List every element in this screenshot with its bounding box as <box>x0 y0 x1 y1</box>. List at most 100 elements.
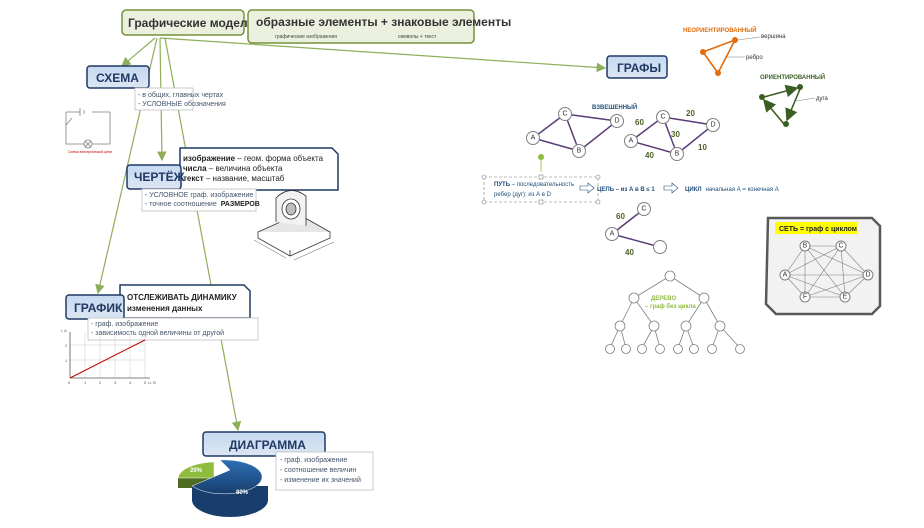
node-c: C <box>660 114 665 121</box>
node-a: A <box>610 231 615 238</box>
chart-item-2: - зависимость одной величины от другой <box>91 329 224 337</box>
schema-item-1: - в общих, главных чертах <box>138 91 224 99</box>
pie-label-small: 20% <box>190 468 203 474</box>
header-right-sub: символы + текст <box>398 34 437 40</box>
net-node-a: A <box>783 272 788 279</box>
chart-head-1: ОТСЛЕЖИВАТЬ ДИНАМИКУ <box>127 293 238 302</box>
chart-head-2: изменения данных <box>127 304 203 313</box>
node-c: C <box>641 206 646 213</box>
node-a: A <box>531 135 536 142</box>
edge-label: ребро <box>746 55 763 61</box>
node-d: D <box>614 118 619 125</box>
pie-chart: 20% 80% <box>177 459 268 517</box>
directed-graph: ОРИЕНТИРОВАННЫЙ дуга <box>759 73 829 127</box>
drawing-items-box <box>141 188 257 212</box>
header-right-text: образные элементы + знаковые элементы <box>256 15 511 29</box>
vertex-label: вершина <box>761 34 786 40</box>
mini-plot: I, A U, B 0 1 2 3 4 5 1 2 <box>61 328 156 385</box>
weight-label: 40 <box>625 248 634 257</box>
network-label: СЕТЬ = граф с циклом <box>779 226 857 233</box>
drawing-def-2: числа – величина объекта <box>183 164 283 173</box>
pie-slice-big <box>191 459 263 495</box>
drawing-def-1: изображение – геом. форма объекта <box>183 154 324 163</box>
path-text-1: ПУТЬ – последовательность <box>494 182 574 188</box>
diagram-item-1: - граф. изображение <box>280 456 347 464</box>
path-text-2: ребер (дуг): из А в D <box>494 192 552 198</box>
weighted-label: ВЗВЕШЕННЫЙ <box>592 103 637 111</box>
pie-label-big: 80% <box>236 490 249 496</box>
pie-slice-small <box>177 461 215 479</box>
plot-ytick: 2 <box>65 343 68 348</box>
drawing-def-3: текст – название, масштаб <box>183 174 285 183</box>
net-node-c: C <box>838 243 843 250</box>
chart-item-1: - граф. изображение <box>91 320 158 328</box>
plot-xtick: 5 <box>144 380 147 385</box>
chart-title: ГРАФИК <box>74 301 123 315</box>
schema-items-box <box>134 87 194 111</box>
path-selection: ПУТЬ – последовательность ребер (дуг): и… <box>481 154 779 205</box>
diagram-title-box <box>202 431 326 457</box>
node-c: C <box>562 111 567 118</box>
node-d: D <box>710 122 715 129</box>
directed-label: ОРИЕНТИРОВАННЫЙ <box>760 73 825 81</box>
weight-label: 30 <box>671 130 680 139</box>
chart-items-box <box>87 317 259 341</box>
undirected-label: НЕОРИЕНТИРОВАННЫЙ <box>683 26 756 34</box>
drawing-title: ЧЕРТЁЖ <box>134 169 185 184</box>
plot-ylabel: I, A <box>61 328 67 333</box>
chart-section: ОТСЛЕЖИВАТЬ ДИНАМИКУ изменения данных ГР… <box>61 284 259 385</box>
header: Графические модели = образные элементы +… <box>121 9 511 44</box>
network-label-bg <box>775 222 857 234</box>
header-left-text: Графические модели = <box>128 16 265 30</box>
net-node-f: F <box>803 294 807 301</box>
plot-xtick: 0 <box>68 380 71 385</box>
tree-graph <box>609 275 741 349</box>
weight-label: 40 <box>645 151 654 160</box>
arc-label: дуга <box>816 96 829 102</box>
plot-ytick: 1 <box>65 358 68 363</box>
circuit-icon <box>65 108 111 149</box>
diagram-item-2: - соотношение величин <box>280 467 356 474</box>
net-node-e: E <box>843 294 848 301</box>
net-node-d: D <box>865 272 870 279</box>
network-panel: СЕТЬ = граф с циклом B C A D F E <box>764 216 882 316</box>
net-node-b: B <box>803 243 808 250</box>
weight-label: 60 <box>635 118 644 127</box>
drawing-item-1: - УСЛОВНОЕ граф. изображение <box>145 191 253 199</box>
diagram-title: ДИАГРАММА <box>229 438 306 452</box>
chain-text: ЦЕПЬ – из А в В ≤ 1 <box>597 187 655 193</box>
diagram-section: ДИАГРАММА - граф. изображение - соотноше… <box>177 431 374 517</box>
schema-section: СХЕМА - в общих, главных чертах - УСЛОВН… <box>65 65 226 154</box>
graphs-title: ГРАФЫ <box>617 61 661 75</box>
graphs-section: ГРАФЫ НЕОРИЕНТИРОВАННЫЙ вершина ребро ОР… <box>481 26 882 354</box>
plot-xtick: 4 <box>129 380 132 385</box>
graphs-title-box <box>606 55 668 79</box>
schema-title-box <box>86 65 150 89</box>
plot-xtick: 2 <box>99 380 102 385</box>
node-b: B <box>675 151 680 158</box>
tree-label: ДЕРЕВО <box>651 296 676 302</box>
plot-xtick: 3 <box>114 380 117 385</box>
circuit-caption: Схема электрической цепи <box>68 150 112 154</box>
undirected-graph: НЕОРИЕНТИРОВАННЫЙ вершина ребро <box>683 26 786 76</box>
drawing-section: изображение – геом. форма объекта числа … <box>126 147 339 261</box>
tree-nodes <box>605 270 745 354</box>
weight-label: 10 <box>698 143 707 152</box>
technical-drawing-icon <box>253 190 335 261</box>
weight-label: 20 <box>686 109 695 118</box>
schema-title: СХЕМА <box>96 71 139 85</box>
schema-item-2: - УСЛОВНЫЕ обозначения <box>138 100 226 108</box>
plot-xtick: 1 <box>84 380 87 385</box>
diagram-items-box <box>275 451 374 491</box>
header-right-box <box>247 9 475 44</box>
plot-xlabel: U, B <box>148 380 156 385</box>
weight-label: 60 <box>616 212 625 221</box>
header-left-box <box>121 9 245 36</box>
header-left-sub: графические изображения <box>275 34 337 40</box>
diagram-item-3: - изменение их значений <box>280 476 361 484</box>
small-graph: A C 60 40 <box>605 202 667 257</box>
node-b: B <box>577 148 582 155</box>
